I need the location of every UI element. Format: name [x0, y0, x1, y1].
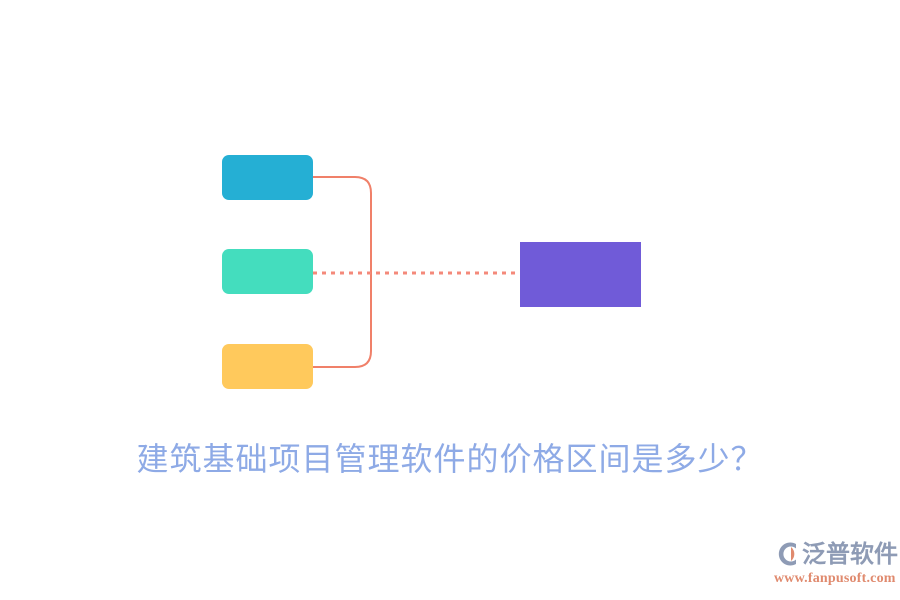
watermark-row: 泛普软件: [772, 538, 898, 570]
node-green[interactable]: [222, 249, 313, 294]
node-purple[interactable]: [520, 242, 641, 307]
bracket-connector: [312, 176, 372, 368]
fanpu-logo-icon: [778, 542, 796, 566]
page-title: 建筑基础项目管理软件的价格区间是多少？: [136, 441, 764, 477]
node-yellow[interactable]: [222, 344, 313, 389]
watermark-url: www.fanpusoft.com: [774, 571, 896, 586]
watermark-brand: 泛普软件: [802, 540, 898, 568]
node-blue[interactable]: [222, 155, 313, 200]
watermark: 泛普软件 www.fanpusoft.com: [772, 538, 898, 590]
